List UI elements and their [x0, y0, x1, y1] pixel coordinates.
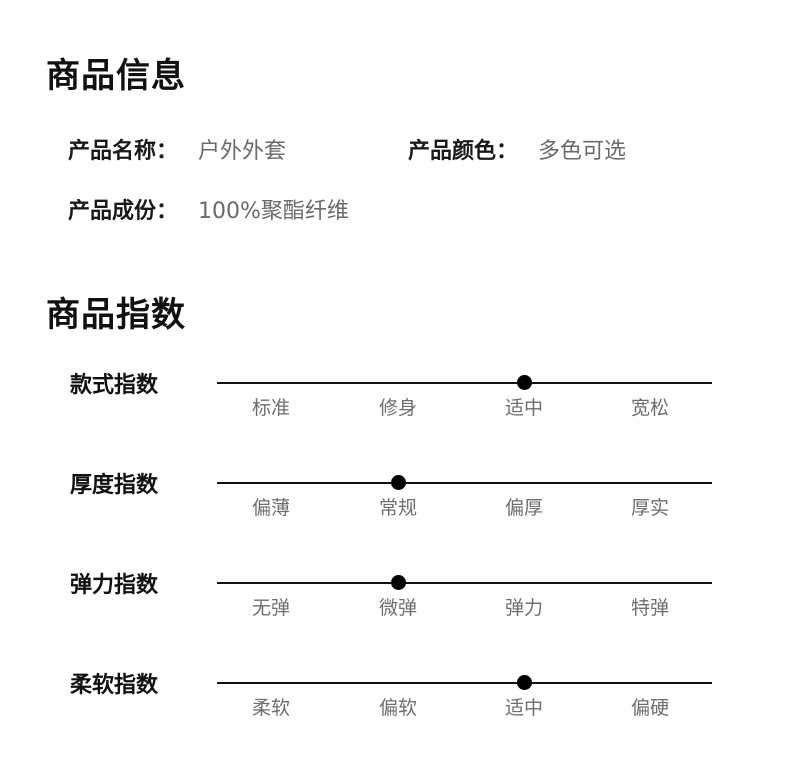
- index-option: 无弹: [251, 597, 291, 619]
- field-value: 多色可选: [538, 139, 627, 164]
- index-option: 弹力: [504, 597, 544, 619]
- index-option: 宽松: [630, 397, 670, 419]
- info-section-title: 商品信息: [46, 56, 186, 96]
- index-selected-marker: [517, 675, 532, 690]
- index-option: 微弹: [378, 597, 418, 619]
- index-label: 厚度指数: [70, 473, 159, 498]
- index-option: 适中: [504, 397, 544, 419]
- index-option: 修身: [378, 397, 418, 419]
- index-label: 弹力指数: [70, 573, 159, 598]
- field-key: 产品成份：: [68, 199, 179, 224]
- index-label: 款式指数: [70, 373, 159, 398]
- index-option: 偏软: [378, 697, 418, 719]
- index-selected-marker: [391, 475, 406, 490]
- index-option: 偏薄: [251, 497, 291, 519]
- field-value: 户外外套: [198, 139, 287, 164]
- field-key: 产品颜色：: [408, 139, 519, 164]
- index-section-title: 商品指数: [46, 295, 186, 335]
- index-selected-marker: [391, 575, 406, 590]
- index-scale-track: [217, 375, 712, 390]
- index-option: 偏硬: [630, 697, 670, 719]
- field-product-color: 产品颜色： 多色可选: [408, 141, 626, 163]
- index-option: 柔软: [251, 697, 291, 719]
- index-option: 常规: [378, 497, 418, 519]
- index-option: 偏厚: [504, 497, 544, 519]
- index-option: 厚实: [630, 497, 670, 519]
- index-option: 适中: [504, 697, 544, 719]
- index-scale-track: [217, 675, 712, 690]
- field-product-name: 产品名称： 户外外套: [68, 141, 286, 163]
- index-scale-track: [217, 575, 712, 590]
- field-value: 100%聚酯纤维: [198, 199, 349, 224]
- index-selected-marker: [517, 375, 532, 390]
- field-product-material: 产品成份： 100%聚酯纤维: [68, 201, 349, 223]
- index-scale-track: [217, 475, 712, 490]
- field-key: 产品名称：: [68, 139, 179, 164]
- index-option: 标准: [251, 397, 291, 419]
- index-label: 柔软指数: [70, 673, 159, 698]
- index-option: 特弹: [630, 597, 670, 619]
